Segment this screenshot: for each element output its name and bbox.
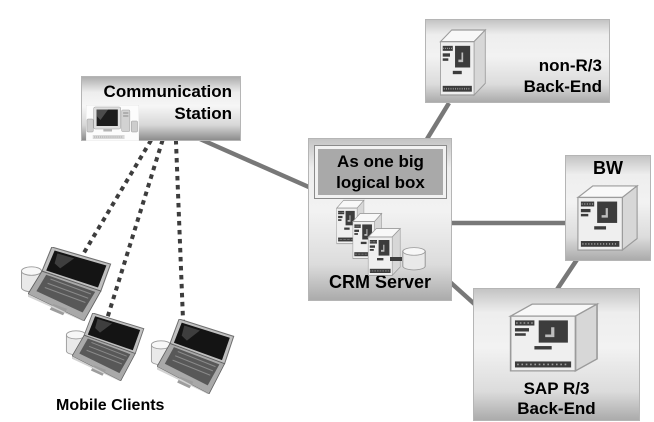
server-tower-icon (365, 225, 405, 279)
communication-station-label: Communication Station (104, 81, 232, 125)
server-tower-icon (572, 181, 646, 255)
laptop-icon (157, 319, 235, 394)
edge-dashed-communication-station-to-mobile-client-2 (104, 139, 165, 322)
label-line: non-R/3 (538, 56, 602, 75)
connector-bar (390, 257, 402, 261)
node-sap-r3-backend: SAP R/3 Back-End (473, 288, 640, 421)
node-non-r3-backend: non-R/3 Back-End (425, 19, 610, 103)
workstation-icon (86, 105, 139, 141)
crm-annotation-box: As one big logical box (315, 146, 446, 198)
label-line: logical box (336, 173, 425, 192)
label-line: Back-End (517, 399, 596, 418)
edge-communication-station-to-crm-server (199, 136, 312, 191)
database-cylinder-icon (400, 246, 428, 271)
edge-dashed-communication-station-to-mobile-client-3 (173, 139, 187, 348)
server-tower-icon (502, 299, 610, 376)
non-r3-backend-label: non-R/3 Back-End (524, 55, 602, 97)
mobile-clients-label: Mobile Clients (56, 397, 165, 414)
laptop-icon (28, 247, 112, 321)
laptop-icon (72, 313, 145, 381)
node-bw: BW (565, 155, 651, 261)
node-crm-server: As one big logical box CRM Server (308, 138, 452, 301)
label-line: SAP R/3 (523, 379, 590, 398)
bw-label: BW (593, 158, 623, 178)
label-line: Communication (103, 82, 232, 101)
edge-dashed-communication-station-to-mobile-client-1 (82, 139, 153, 254)
label-line: Station (174, 104, 232, 123)
edge-crm-server-to-non-r3-backend (425, 101, 451, 141)
edge-bw-to-sap-r3-backend (554, 256, 580, 293)
crm-server-label: CRM Server (328, 272, 432, 292)
sap-r3-backend-label: SAP R/3 Back-End (474, 379, 639, 419)
label-line: Back-End (523, 77, 602, 96)
node-communication-station: Communication Station (81, 76, 241, 141)
server-tower-icon (436, 25, 492, 100)
label-line: As one big (337, 152, 424, 171)
